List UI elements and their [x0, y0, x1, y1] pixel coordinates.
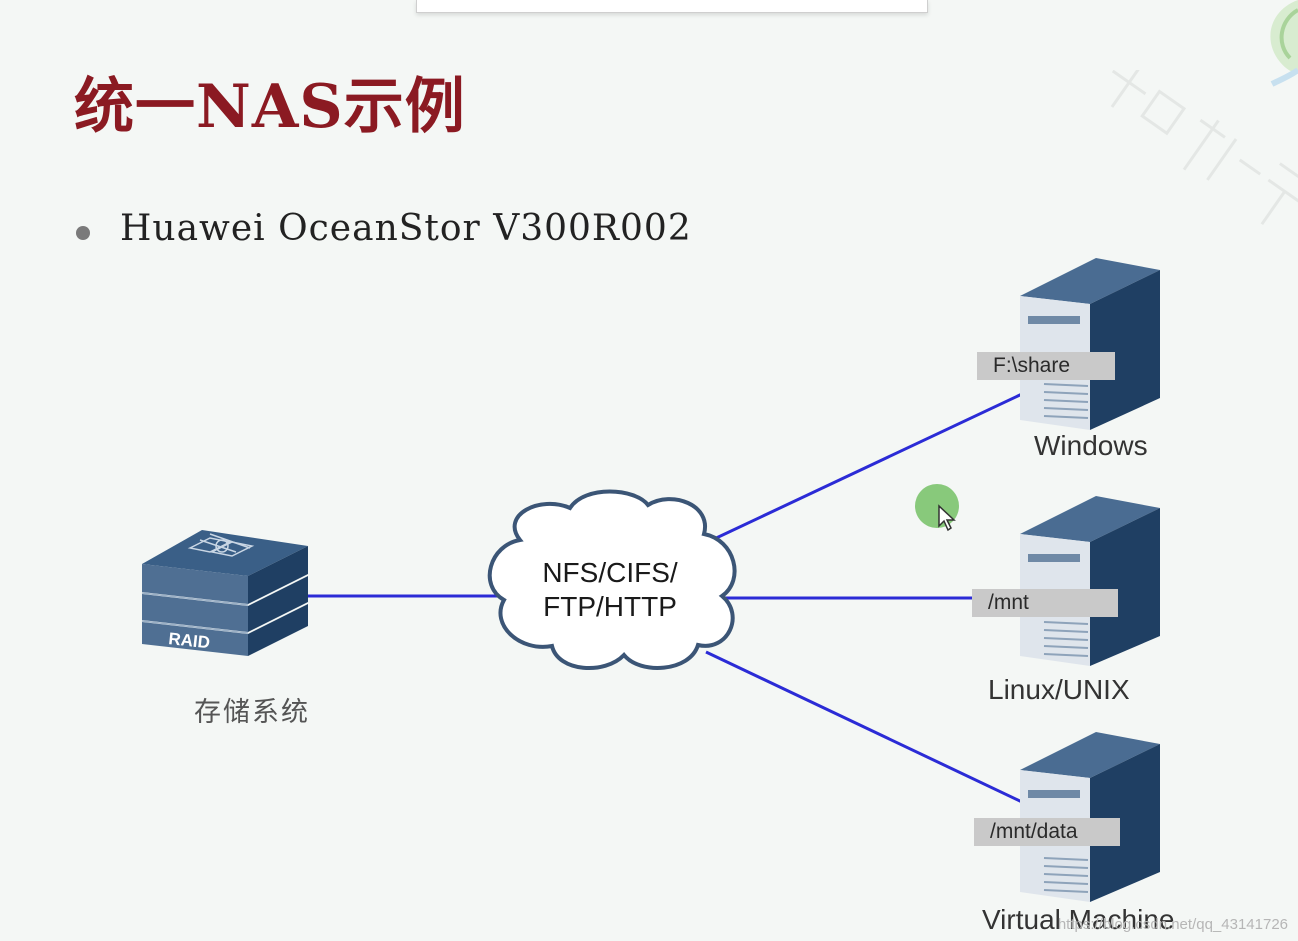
bullet-dot-icon [76, 225, 90, 240]
source-watermark: https://blog.csdn.net/qq_43141726 [1057, 916, 1288, 933]
protocol-cloud-label: NFS/CIFS/ FTP/HTTP [500, 556, 720, 624]
vm-server-icon [1020, 732, 1160, 902]
protocol-line-2: FTP/HTTP [543, 591, 677, 622]
background-seal-icon [1110, 70, 1298, 226]
link-cloud-windows [711, 392, 1023, 542]
top-toolbar-edge [416, 0, 928, 13]
windows-server-label: Windows [1034, 430, 1148, 461]
slide-title: 统一NAS示例 [74, 72, 466, 142]
mouse-cursor-icon [938, 504, 956, 532]
linux-server-label: Linux/UNIX [988, 674, 1130, 705]
storage-system-label: 存储系统 [194, 697, 310, 728]
link-cloud-vm [705, 650, 1023, 804]
linux-server-icon [1020, 496, 1160, 666]
bullet-item: Huawei OceanStor V300R002 [76, 208, 692, 249]
linux-mount-path: /mnt [972, 589, 1118, 617]
windows-server-icon [1020, 258, 1160, 430]
windows-share-path: F:\share [977, 352, 1115, 380]
protocol-line-1: NFS/CIFS/ [542, 557, 678, 588]
vm-mount-path: /mnt/data [974, 818, 1120, 846]
raid-storage-icon: RAID [141, 530, 308, 656]
raid-text: RAID [168, 629, 211, 652]
vm-server-label: Virtual Machine [982, 904, 1175, 935]
bullet-text: Huawei OceanStor V300R002 [120, 208, 692, 249]
leaf-logo-icon [1270, 0, 1298, 87]
protocol-cloud-icon [487, 489, 737, 671]
